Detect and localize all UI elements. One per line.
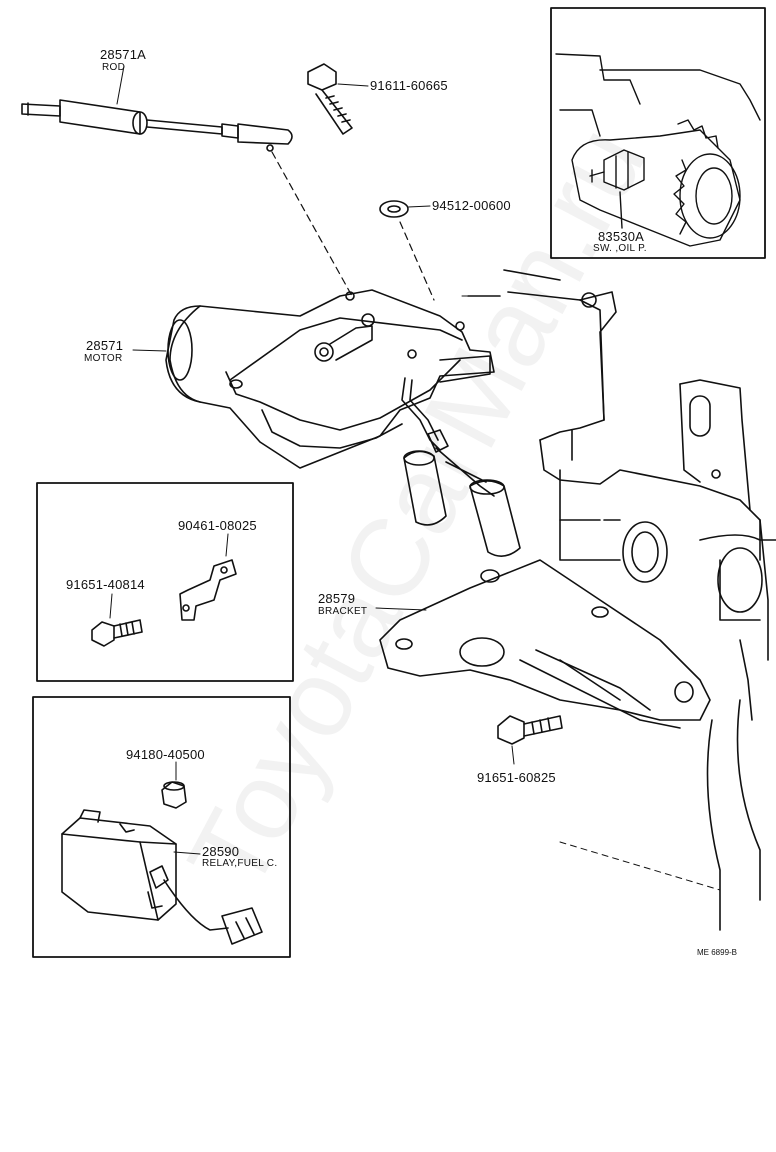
oil-switch-inset-shape: [556, 54, 760, 246]
bracket-leader: [376, 608, 426, 610]
washer-leader: [408, 206, 430, 207]
rod-leader: [117, 66, 124, 104]
motor-shape: [166, 290, 494, 496]
nut-shape: [162, 782, 186, 808]
clamp-shape: [180, 560, 236, 620]
motor-part-name: MOTOR: [84, 353, 123, 364]
rod-shape: [22, 100, 292, 151]
clamp-part-number: 90461-08025: [178, 518, 257, 533]
clamp-leader: [226, 534, 228, 556]
rod-part-name: ROD: [102, 62, 126, 73]
oil-switch-inset-box: [551, 8, 765, 258]
washer-dashed-line: [400, 222, 434, 300]
motor-part-number: 28571: [86, 338, 124, 353]
bracket-shape: [380, 560, 710, 728]
lower-bolt-leader: [512, 746, 514, 764]
oil-switch-part-number: 83530A: [598, 229, 645, 244]
top-bolt-leader: [338, 84, 368, 86]
relay-inset-box: [33, 697, 290, 957]
left-bolt-shape: [92, 620, 142, 646]
engine-block-shape: [468, 270, 776, 930]
rod-dashed-line: [272, 152, 352, 296]
rod-part-number: 28571A: [100, 47, 147, 62]
drawing-code: ME 6899-B: [697, 948, 738, 957]
relay-leader: [174, 852, 200, 854]
bolt-clamp-inset-box: [37, 483, 293, 681]
nut-part-number: 94180-40500: [126, 747, 205, 762]
left-bolt-leader: [110, 594, 112, 618]
top-bolt-shape: [308, 64, 352, 134]
relay-part-number: 28590: [202, 844, 240, 859]
washer-shape: [380, 201, 408, 217]
oil-switch-part-name: SW. ,OIL P.: [593, 243, 647, 254]
top-bolt-part-number: 91611-60665: [370, 78, 448, 93]
relay-shape: [62, 810, 262, 944]
left-bolt-part-number: 91651-40814: [66, 577, 145, 592]
motor-leader: [133, 350, 166, 351]
relay-part-name: RELAY,FUEL C.: [202, 858, 278, 869]
washer-part-number: 94512-00600: [432, 198, 511, 213]
lower-bolt-part-number: 91651-60825: [477, 770, 556, 785]
lower-bolt-shape: [498, 716, 562, 744]
engine-dashed-line: [560, 842, 720, 890]
motor-plugs-shape: [404, 451, 520, 556]
bracket-part-number: 28579: [318, 591, 356, 606]
bracket-part-name: BRACKET: [318, 606, 368, 617]
